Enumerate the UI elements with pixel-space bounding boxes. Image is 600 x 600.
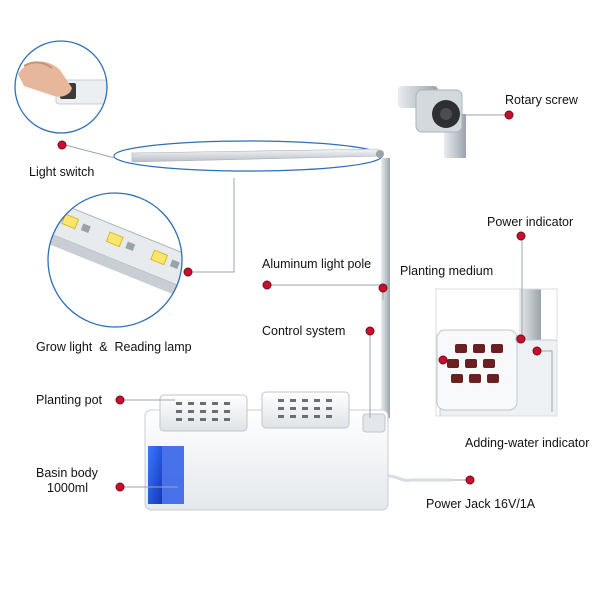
basin-body-label-line2: 1000ml [47, 481, 88, 495]
leader-lines [64, 114, 553, 488]
basin-body-label-line1: Basin body [36, 466, 98, 480]
adding-water-indicator-label: Adding-water indicator [465, 436, 590, 450]
control-system-label: Control system [262, 324, 346, 338]
basin-body-label: Basin body 1000ml [36, 466, 126, 496]
power-cable [387, 474, 452, 482]
light-switch-callout [14, 40, 108, 134]
callout-ring [47, 192, 183, 328]
marker-dots [57, 110, 542, 492]
rotary-screw-callout [398, 86, 466, 158]
planting-medium-callout [435, 288, 558, 417]
light-switch-label: Light switch [29, 165, 95, 179]
power-jack-label: Power Jack 16V/1A [426, 497, 536, 511]
aluminum-light-pole-label: Aluminum light pole [262, 257, 372, 271]
planting-pot-left [159, 394, 248, 432]
planting-pot-right [261, 391, 350, 429]
grow-light-reading-lamp-label: Grow light & Reading lamp [36, 340, 192, 354]
rotary-screw-label: Rotary screw [505, 93, 578, 107]
callout-ring [14, 40, 108, 134]
planting-pot-label: Planting pot [36, 393, 103, 407]
planter [144, 391, 452, 511]
planting-medium-label: Planting medium [400, 264, 494, 278]
water-window [148, 446, 162, 504]
power-indicator-label: Power indicator [487, 215, 574, 229]
control-button [362, 413, 386, 433]
grow-light-callout [47, 192, 183, 328]
